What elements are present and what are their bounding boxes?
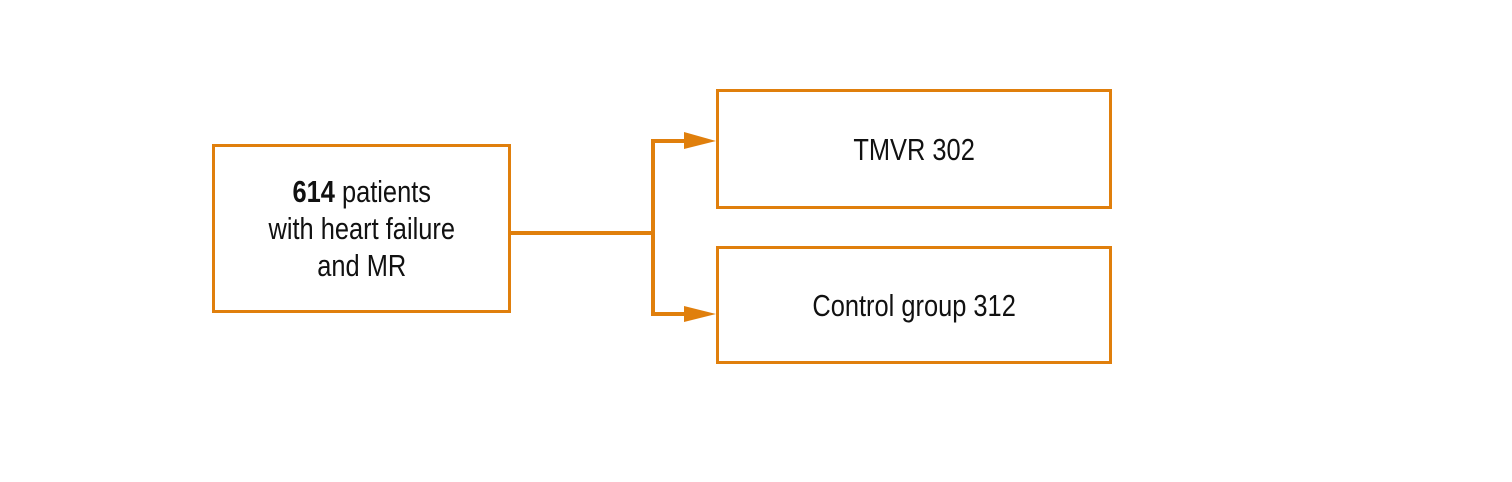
source-line-3: and MR [316, 248, 406, 283]
source-line-2: with heart failure [268, 211, 455, 246]
source-line-1: 614 patients [268, 173, 455, 210]
arrow-right-icon [684, 132, 716, 149]
source-line-1-rest: patients [334, 174, 431, 209]
patient-count: 614 [292, 174, 335, 209]
tmvr-group-label: TMVR 302 [853, 131, 975, 167]
arrow-right-icon [684, 306, 716, 322]
tmvr-group-box: TMVR 302 [716, 89, 1112, 209]
control-group-label: Control group 312 [812, 287, 1016, 323]
control-group-box: Control group 312 [716, 246, 1112, 364]
source-population-text: 614 patients with heart failure and MR [268, 173, 455, 284]
source-population-box: 614 patients with heart failure and MR [212, 144, 511, 313]
